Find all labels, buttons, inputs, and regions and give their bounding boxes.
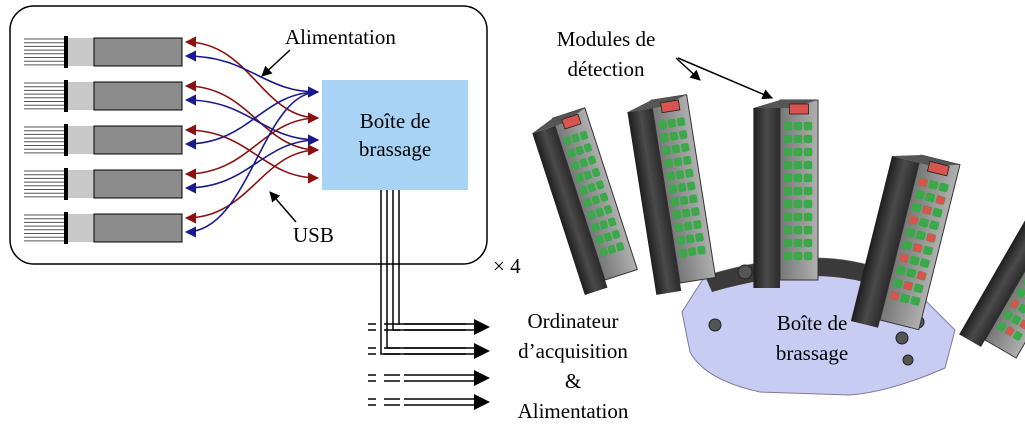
- power-wire-1: [184, 36, 320, 124]
- output-line2: d’acquisition: [518, 339, 628, 363]
- detector-module-4: [24, 168, 183, 200]
- usb-wire-5: [184, 86, 320, 238]
- chassis-label-line2: brassage: [776, 341, 848, 365]
- modules-label-line2: détection: [568, 57, 645, 81]
- modules-pointer-right: [677, 57, 773, 100]
- modules-label-line1: Modules de: [557, 27, 656, 51]
- power-label: Alimentation: [285, 25, 396, 49]
- output-arrow-4: [368, 394, 490, 410]
- power-wire-5: [184, 144, 320, 224]
- power-label-pointer: [261, 49, 291, 77]
- modules-pointer-left: [675, 57, 701, 81]
- cable-bundle: [184, 36, 320, 238]
- multiplier-label: × 4: [493, 254, 521, 278]
- patch-box: [322, 80, 468, 190]
- detector-module-5: [24, 212, 183, 244]
- module-3d-1: [532, 107, 638, 295]
- module-3d-2: [627, 94, 717, 295]
- output-arrows: [368, 319, 490, 410]
- schematic-frame: [9, 5, 488, 265]
- output-line3: &: [565, 369, 581, 393]
- detector-module-list: [24, 36, 183, 244]
- module-3d-5: [959, 204, 1025, 359]
- detector-module-3: [24, 124, 183, 156]
- output-arrow-1: [368, 319, 490, 335]
- patch-box-label-line1: Boîte de: [360, 109, 431, 133]
- module-3d-3: [753, 99, 819, 288]
- usb-wire-1: [184, 50, 320, 98]
- output-arrow-2: [368, 343, 490, 359]
- patch-box-label-line2: brassage: [359, 137, 431, 161]
- schematic-group: Boîte de brassage Alimentation USB: [9, 5, 488, 265]
- module-3d-4: [850, 154, 961, 331]
- usb-label: USB: [293, 223, 334, 247]
- detector-module-1: [24, 36, 183, 68]
- output-arrow-3: [368, 370, 490, 386]
- output-line1: Ordinateur: [528, 309, 619, 333]
- detector-modules-3d: [532, 94, 1025, 359]
- chassis-label-line1: Boîte de: [777, 311, 848, 335]
- render-3d: Modules de détection Boîte de brassage: [532, 27, 1025, 396]
- detector-module-2: [24, 80, 183, 112]
- output-line4: Alimentation: [518, 399, 629, 423]
- usb-label-pointer: [269, 191, 297, 223]
